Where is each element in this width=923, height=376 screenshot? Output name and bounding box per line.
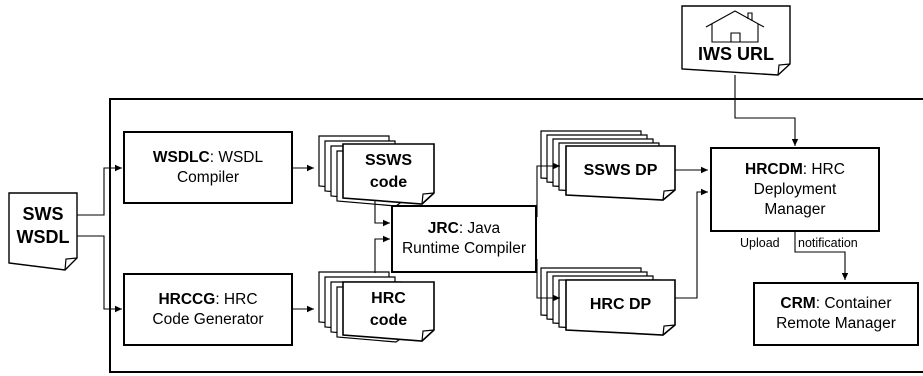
edge-ssws-code-to-jrc [374,201,390,227]
hrc-code-stack-shape [318,271,435,343]
jrc-name: JRC [427,220,459,237]
iws-url-label: IWS URL [698,44,774,64]
hrc-dp-stack-shape [540,267,676,336]
edge-jrc-to-ssws-dp [536,162,560,217]
wsdlc-box: WSDLC: WSDL Compiler [123,131,293,204]
ssws-code-stack-shape [318,135,435,207]
ssws-dp-stack-shape [540,130,676,201]
edge-jrc-to-hrc-dp [536,259,560,302]
edge-hrc-dp-to-hrcdm [675,188,708,299]
hrcdm-box: HRCDM: HRC Deployment Manager [710,147,880,232]
hrcdm-name: HRCDM [745,160,803,178]
edge-hrc-code-to-jrc [374,235,390,273]
system-boundary [109,98,923,373]
ssws-code-label: SSWS code [343,150,434,194]
hrccg-name: HRCCG [158,290,216,308]
ssws-code-line-2: code [369,174,408,191]
hrcdm-line-1: : HRC [802,160,845,178]
hrccg-box: HRCCG: HRC Code Generator [123,273,293,346]
crm-line-2: Remote Manager [776,315,896,332]
hrc-code-label: HRC code [343,288,434,332]
hrc-dp-label: HRC DP [589,296,652,313]
jrc-line-1: : Java [458,220,501,237]
edge-iws-url-to-hrcdm [734,75,799,146]
house-icon [705,10,765,43]
ssws-code-line-1: SSWS [364,152,413,169]
hrc-code-line-2: code [369,312,408,329]
iws-url-document-shape [681,5,791,76]
edge-hrcdm-to-crm [794,232,849,280]
edge-swswsdl-to-wsdlc [77,164,122,216]
sws-wsdl-document-shape [8,192,78,271]
crm-name: CRM [780,295,816,312]
jrc-line-2: Runtime Compiler [401,240,527,257]
sws-wsdl-line-2: WSDL [16,227,70,247]
ssws-dp-label: SSWS DP [583,162,658,179]
jrc-box: JRC: Java Runtime Compiler [391,205,537,273]
hrccg-line-2: Code Generator [152,310,264,328]
edge-swswsdl-to-hrccg [77,235,122,313]
connectors [77,75,849,313]
wsdlc-name: WSDLC [152,148,210,166]
crm-line-1: : Container [815,295,892,312]
hrccg-line-1: : HRC [215,290,258,308]
hrcdm-line-3: Manager [764,200,826,218]
upload-edge-label: Upload [739,236,781,250]
notification-edge-label: notification [797,236,859,250]
hrc-code-line-1: HRC [371,290,406,307]
hrcdm-line-2: Deployment [753,180,837,198]
sws-wsdl-line-1: SWS [22,204,64,224]
wsdlc-line-2: Compiler [176,168,239,186]
wsdlc-line-1: : WSDL [209,148,264,166]
crm-box: CRM: Container Remote Manager [753,282,919,346]
sws-wsdl-label: SWS WSDL [9,203,77,249]
